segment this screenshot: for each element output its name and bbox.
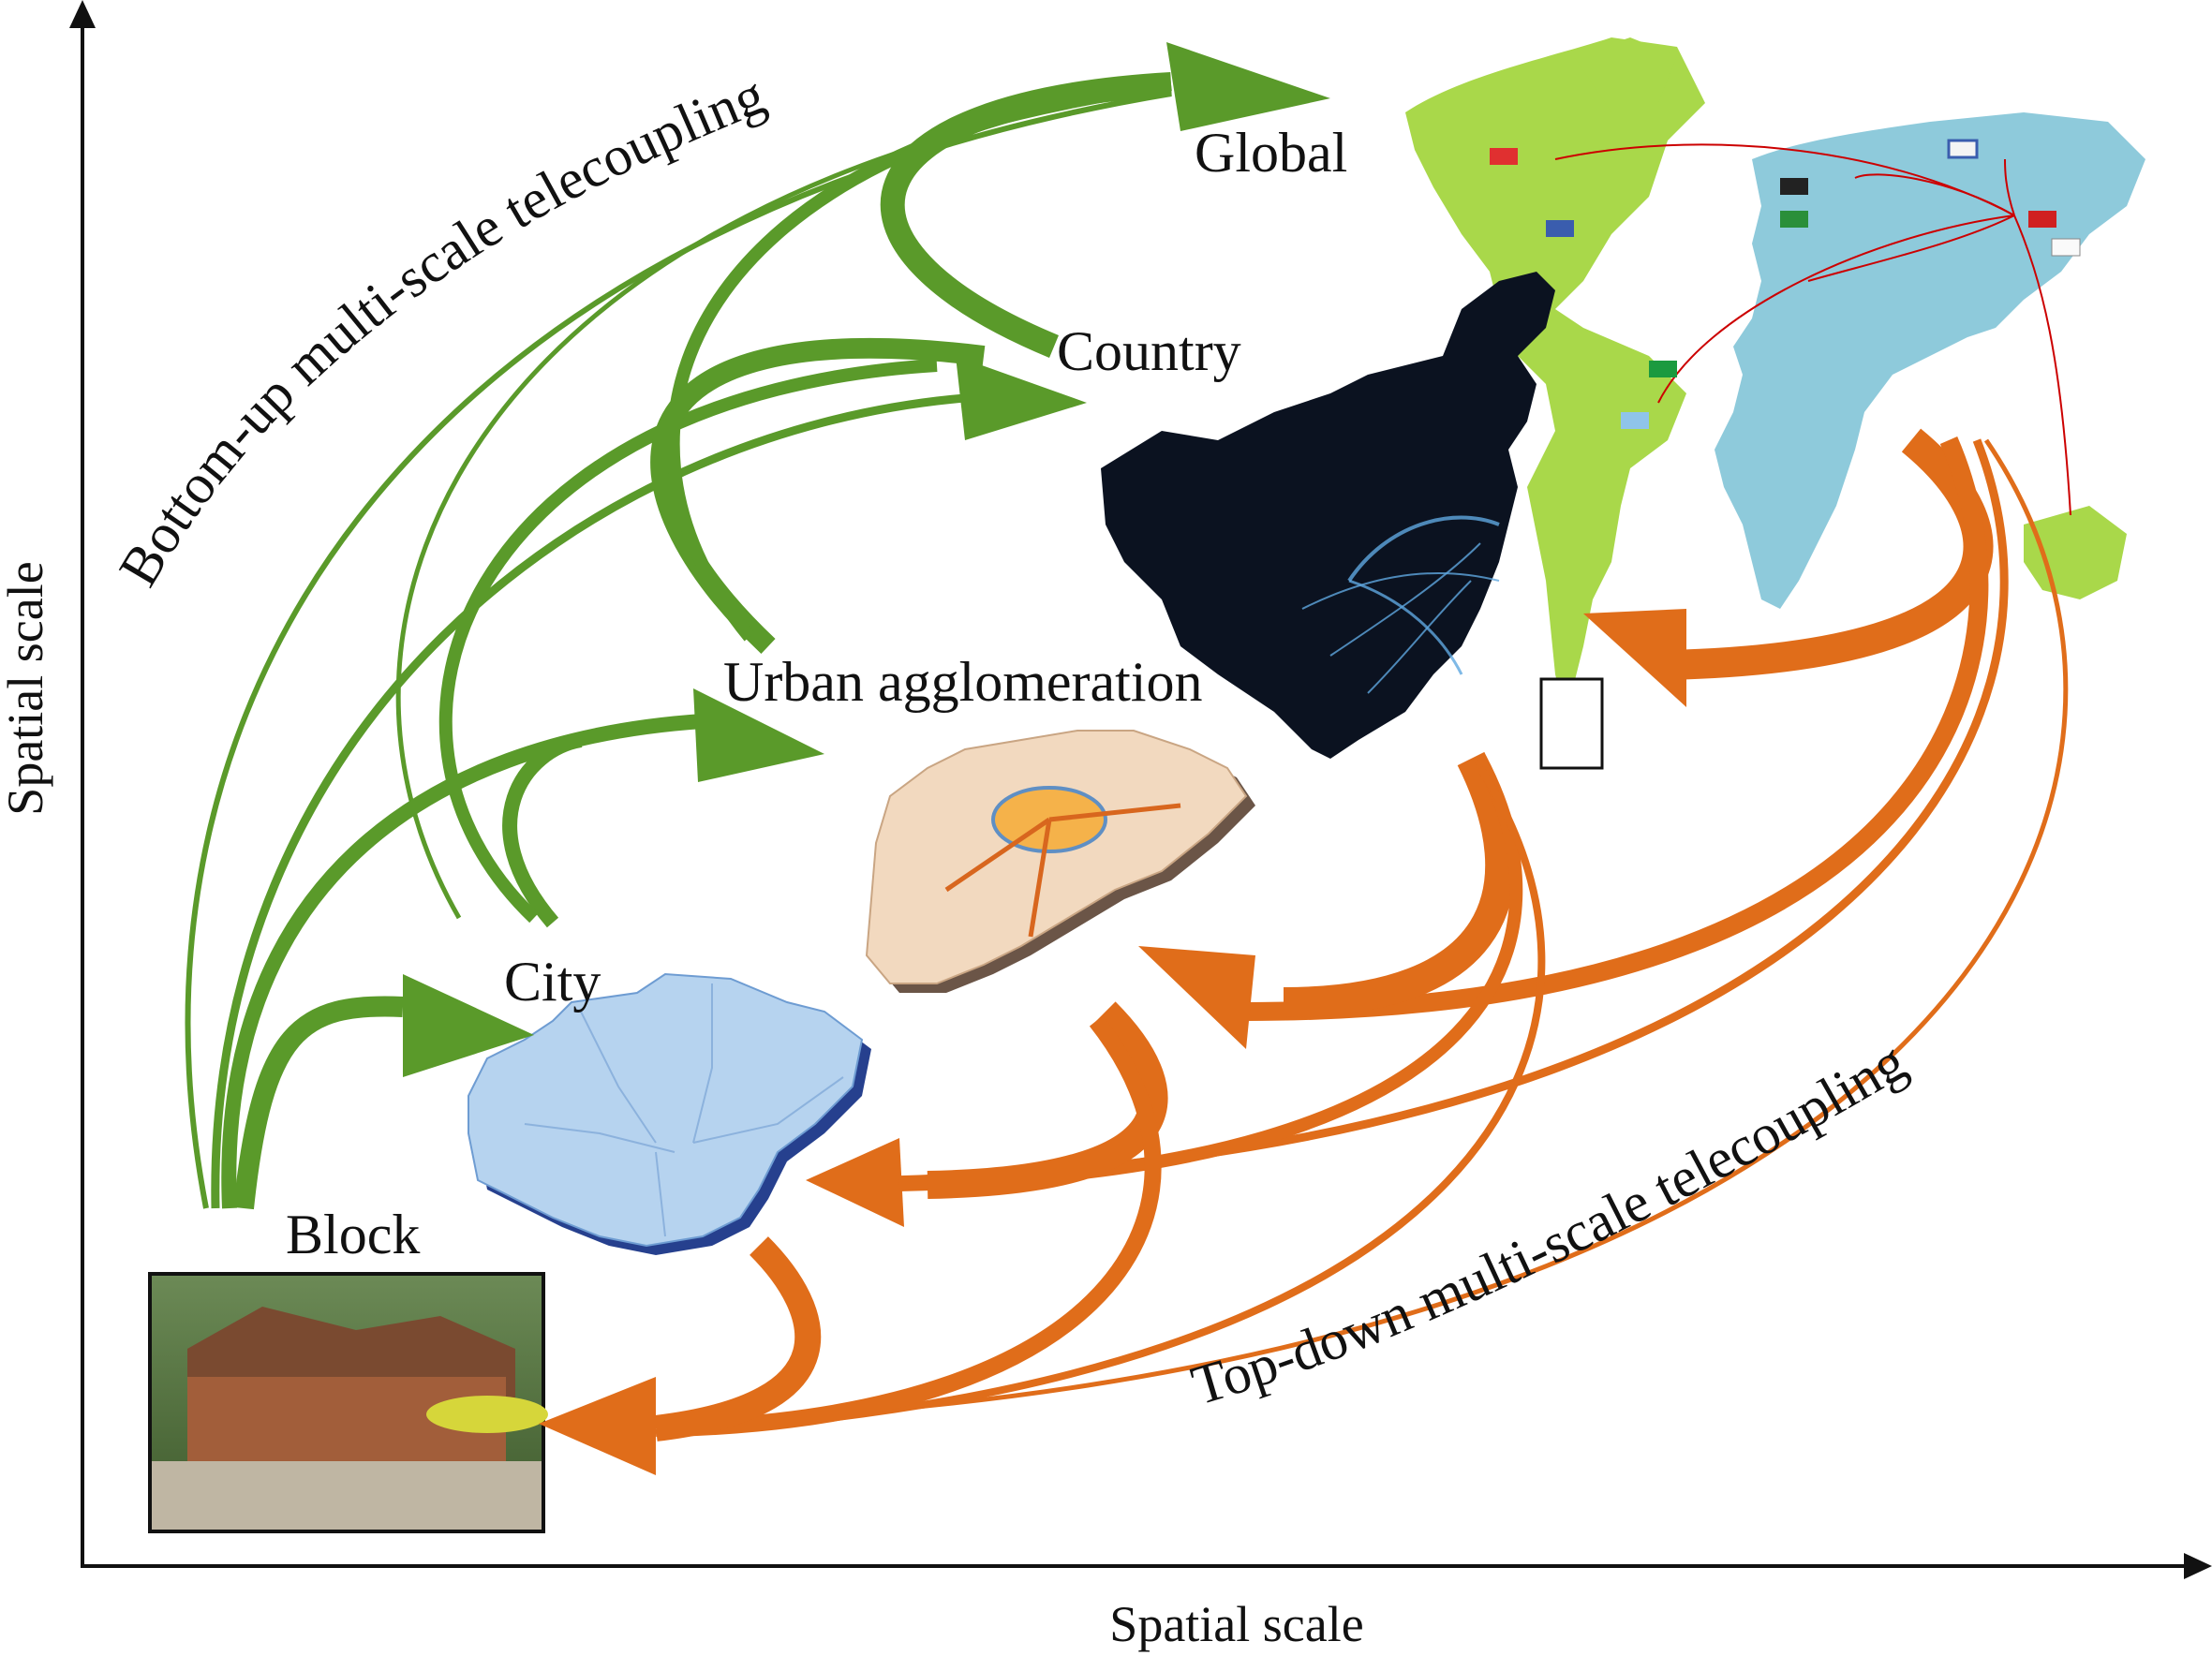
city-label: City (504, 951, 601, 1013)
arrow-urban-to-city (927, 1001, 1168, 1199)
top-down-title: Top-down multi-scale telecoupling (1185, 1030, 1917, 1417)
arrow-block-to-urban (221, 714, 704, 1209)
x-axis-label: Spatial scale (1109, 1596, 1363, 1652)
arrow-country-to-urban (1283, 751, 1516, 1017)
bottom-up-arrows (185, 42, 1330, 1210)
arrow-global-to-urban (1245, 436, 1989, 1021)
arrow-global-to-country (1667, 428, 1994, 680)
arrow-country-to-block (655, 765, 1546, 1437)
arrow-global-to-country-head (1583, 609, 1686, 707)
photo-street (152, 1461, 542, 1530)
americas-landmass (1405, 37, 1705, 712)
y-axis-arrowhead (69, 0, 96, 28)
district-boundaries (524, 983, 844, 1237)
global-label: Global (1195, 122, 1347, 184)
top-down-arrows (539, 428, 2069, 1475)
region-arrows (944, 803, 1181, 938)
photo-umbrella (426, 1396, 548, 1433)
world-flag-markers (1490, 139, 2081, 429)
china-light-network (1301, 515, 1500, 694)
south-sea-inset (1539, 677, 1604, 770)
arrow-city-to-block (654, 1236, 822, 1442)
australia-landmass (2024, 506, 2127, 599)
y-axis-label: Spatial scale (0, 561, 53, 815)
arrow-country-to-city (898, 755, 1523, 1191)
arrow-block-to-city-head (403, 974, 534, 1077)
arrow-block-to-city (233, 996, 404, 1210)
china-night-map-icon (1101, 272, 1604, 770)
arrow-urban-to-country (650, 337, 986, 654)
beijing-face (468, 972, 864, 1248)
arrow-block-to-country (211, 393, 966, 1209)
urban-agglomeration-label: Urban agglomeration (723, 651, 1203, 713)
arrow-block-to-country-head (956, 356, 1087, 440)
arrow-city-to-country (438, 359, 938, 924)
arrow-block-to-global-head (1166, 42, 1330, 131)
arrow-city-to-block-head (539, 1377, 656, 1475)
greenland-landmass (1574, 37, 1677, 112)
x-axis-arrowhead (2184, 1553, 2212, 1579)
arrow-block-to-urban-head (693, 688, 824, 782)
jingjinji-region-map-icon (865, 730, 1255, 993)
region-face (865, 730, 1248, 984)
arrow-country-to-global (880, 72, 1172, 359)
beijing-districts-map-icon (468, 972, 871, 1255)
china-outline (1101, 272, 1555, 759)
arrow-global-to-city (889, 438, 2009, 1185)
street-photo-icon (148, 1272, 548, 1533)
arrow-urban-to-block (674, 1015, 1162, 1437)
arrow-global-to-urban-head (1138, 946, 1255, 1049)
block-label: Block (286, 1204, 420, 1265)
arrow-global-to-block (646, 438, 2069, 1427)
top-down-title-text: Top-down multi-scale telecoupling (1185, 1030, 1917, 1417)
world-map-icon (1405, 37, 2145, 712)
country-label: Country (1057, 320, 1241, 382)
world-flow-lines (1554, 143, 2071, 516)
arrow-global-to-city-head (806, 1138, 904, 1227)
arrow-city-to-urban (502, 732, 583, 928)
eurasia-africa-landmass (1715, 112, 2145, 609)
